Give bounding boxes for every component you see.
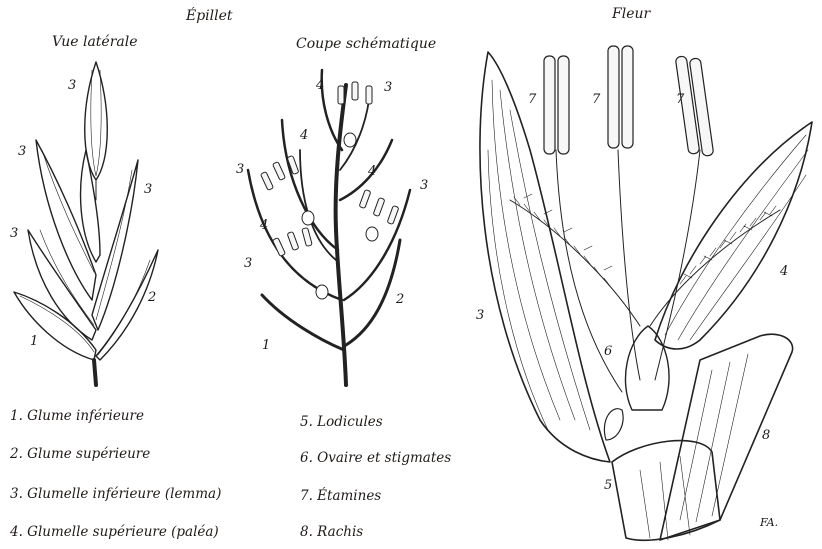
flower-filaments (556, 150, 700, 392)
lateral-label-3-left: 3 (18, 144, 26, 159)
flower-rachis-hatch (640, 354, 748, 540)
schematic-label-4-right: 4 (368, 164, 376, 179)
flower-lemma-hatch (488, 80, 590, 430)
schematic-label-2: 2 (396, 292, 404, 307)
schematic-label-4-mid: 4 (300, 128, 308, 143)
flower-ovary (625, 326, 669, 410)
flower-label-6: 6 (604, 344, 612, 359)
legend-item-1: 1. Glume inférieure (10, 408, 144, 424)
flower-label-3: 3 (476, 308, 484, 323)
schematic-label-4-left: 4 (260, 218, 268, 233)
lateral-label-3-top: 3 (68, 78, 76, 93)
flower-stigma-plumes (514, 194, 776, 286)
legend-item-2: 2. Glume supérieure (10, 446, 150, 462)
flower-stigmas (510, 200, 780, 326)
title-schematic-section: Coupe schématique (296, 36, 436, 52)
legend-item-8: 8. Rachis (300, 524, 363, 540)
title-flower: Fleur (612, 6, 650, 22)
flower-label-7-mid: 7 (592, 92, 600, 107)
flower-anthers (544, 46, 714, 156)
schematic-label-3-top: 3 (384, 80, 392, 95)
lateral-label-3-right: 3 (144, 182, 152, 197)
flower-label-4: 4 (780, 264, 788, 279)
schematic-lemma-2 (282, 120, 338, 250)
artist-signature: FA. (760, 516, 778, 529)
schematic-axis (336, 85, 346, 385)
title-lateral-view: Vue latérale (52, 34, 138, 50)
lateral-label-1: 1 (30, 334, 38, 349)
lateral-top-floret (85, 62, 108, 180)
flower-drawing (480, 46, 812, 540)
legend-item-4: 4. Glumelle supérieure (paléa) (10, 524, 219, 540)
lateral-label-2: 2 (148, 290, 156, 305)
schematic-label-1: 1 (262, 338, 270, 353)
lateral-glume-upper (96, 250, 158, 360)
lateral-stem (94, 360, 96, 385)
legend-item-6: 6. Ovaire et stigmates (300, 450, 451, 466)
lateral-label-3-lower: 3 (10, 226, 18, 241)
flower-lodicule (604, 409, 623, 440)
schematic-drawing (248, 70, 410, 385)
flower-label-8: 8 (762, 428, 770, 443)
schematic-label-3-right: 3 (420, 178, 428, 193)
schematic-label-4-top: 4 (316, 78, 324, 93)
flower-palea-hatch (665, 135, 808, 340)
schematic-stamens (260, 82, 398, 256)
flower-label-7-left: 7 (528, 92, 536, 107)
schematic-label-3-lower: 3 (244, 256, 252, 271)
flower-rachis (660, 334, 793, 540)
flower-label-7-right: 7 (676, 92, 684, 107)
lateral-lemma-3 (36, 140, 96, 300)
flower-label-5: 5 (604, 478, 612, 493)
legend-item-7: 7. Étamines (300, 488, 381, 504)
legend-item-3: 3. Glumelle inférieure (lemma) (10, 486, 221, 502)
title-spikelet: Épillet (186, 8, 233, 24)
legend-item-5: 5. Lodicules (300, 414, 383, 430)
schematic-glume-1 (262, 295, 344, 350)
schematic-label-3-left: 3 (236, 162, 244, 177)
